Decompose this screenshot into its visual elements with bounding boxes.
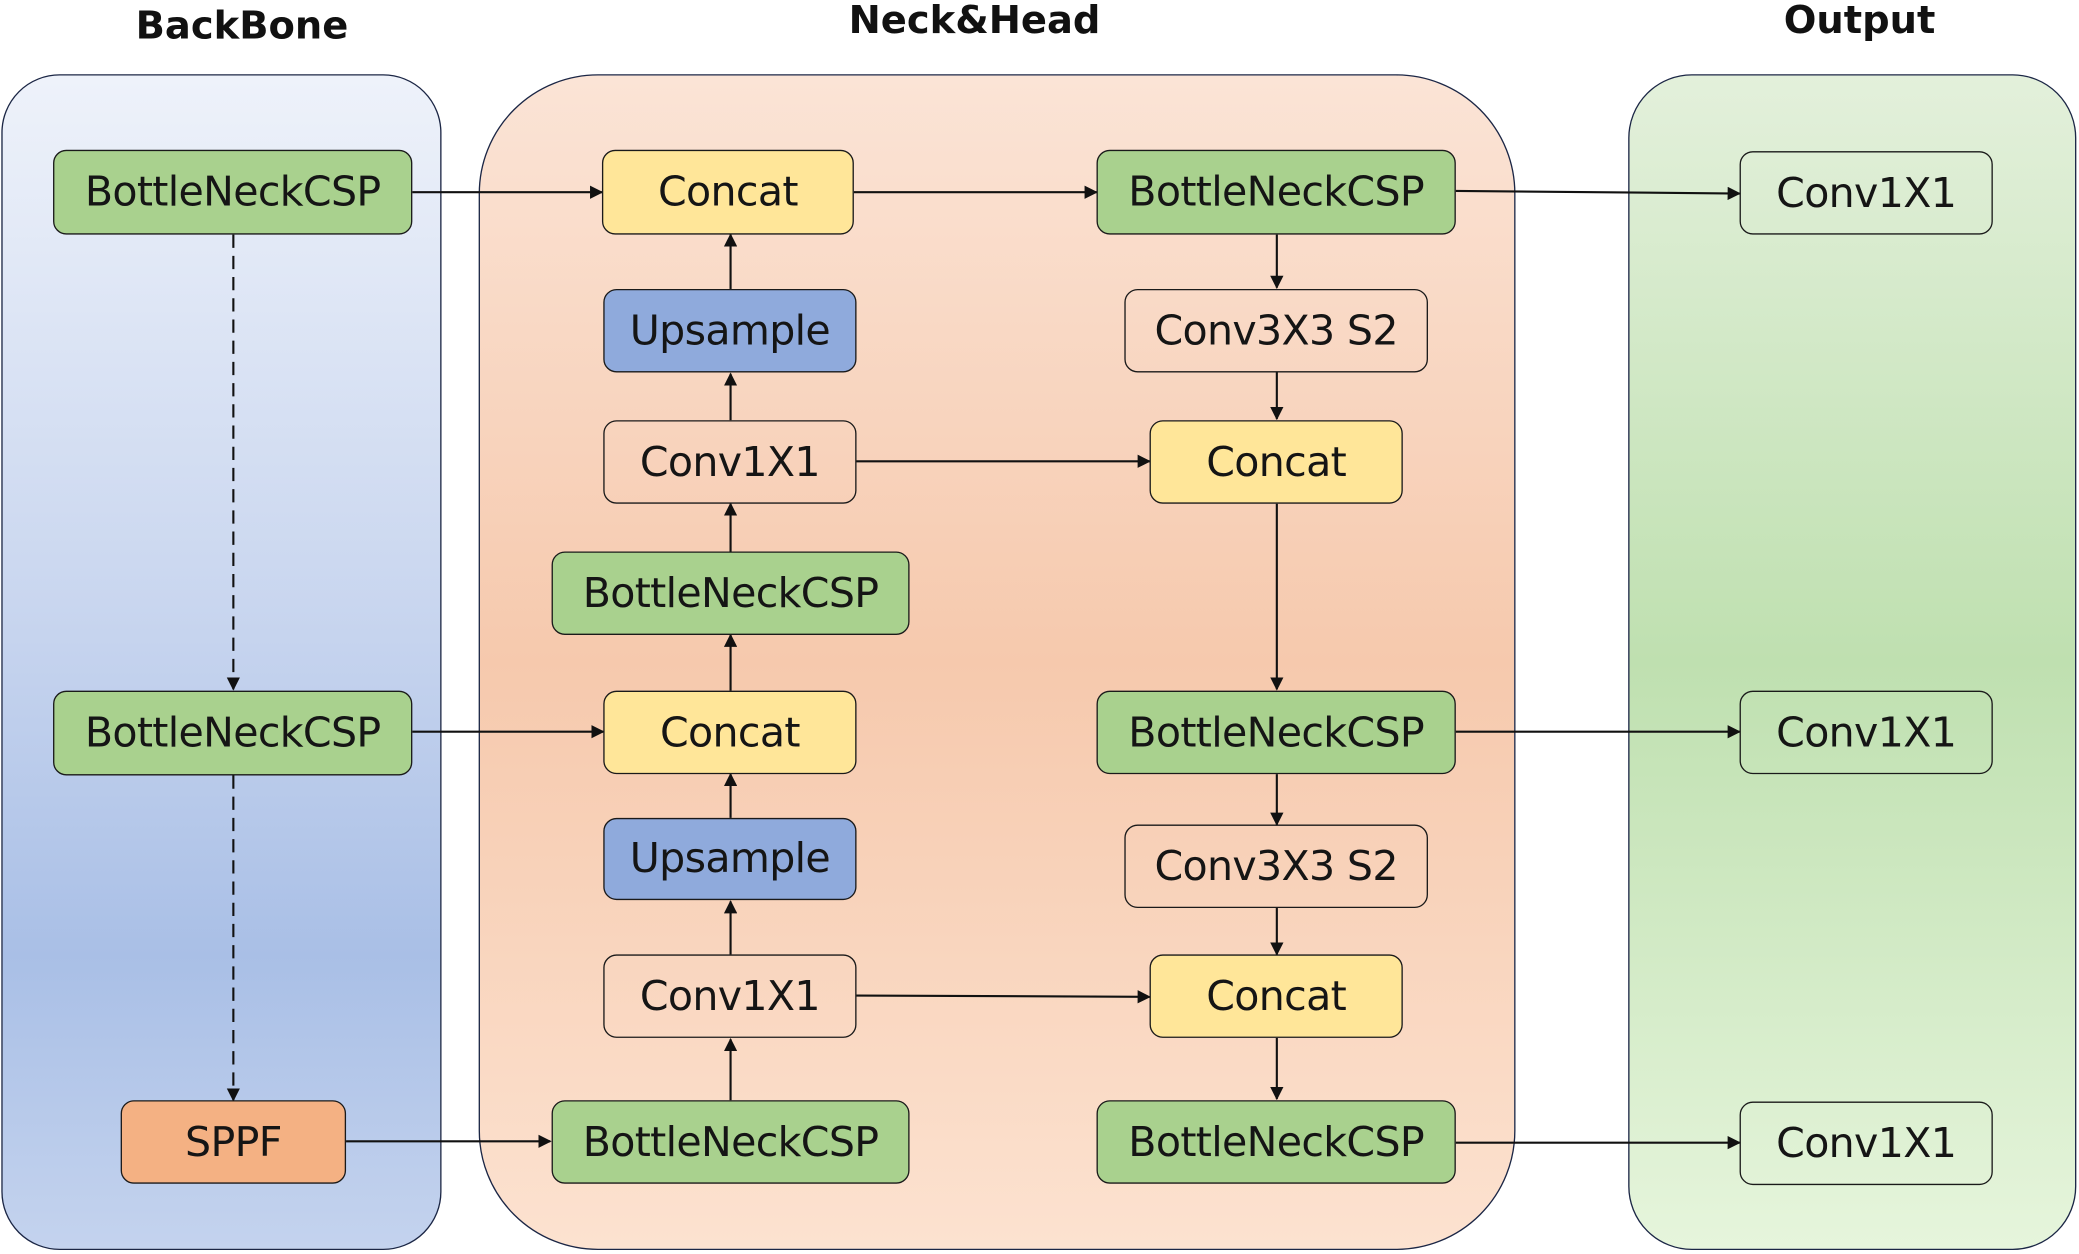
- neck-head-title: Neck&Head: [848, 0, 1101, 43]
- output-conv1x1-1: Conv1X1: [1739, 151, 1993, 235]
- output-conv1x1-2: Conv1X1: [1739, 690, 1993, 775]
- neck-concat-1: Concat: [601, 149, 854, 235]
- neck-conv1x1-1: Conv1X1: [603, 420, 857, 504]
- neck-head-panel: [478, 74, 1516, 1251]
- head-concat-2: Concat: [1149, 954, 1403, 1038]
- backbone-title: BackBone: [135, 2, 349, 48]
- output-panel: [1628, 74, 2077, 1251]
- backbone-panel: [1, 74, 442, 1251]
- neck-bottleneckcsp-2: BottleNeckCSP: [551, 1100, 910, 1184]
- neck-conv1x1-2: Conv1X1: [603, 954, 857, 1038]
- head-bottleneckcsp-1: BottleNeckCSP: [1096, 149, 1456, 235]
- head-conv3x3-s2-2: Conv3X3 S2: [1124, 824, 1428, 909]
- neck-bottleneckcsp-1: BottleNeckCSP: [551, 551, 910, 635]
- neck-concat-2: Concat: [603, 690, 857, 775]
- backbone-bottleneckcsp-2: BottleNeckCSP: [53, 690, 413, 776]
- edge-conv1x1-lower-concat-right: [856, 990, 1151, 1004]
- neck-upsample-1: Upsample: [603, 288, 857, 373]
- output-conv1x1-3: Conv1X1: [1739, 1101, 1993, 1186]
- head-conv3x3-s2-1: Conv3X3 S2: [1124, 288, 1428, 373]
- head-bottleneckcsp-2: BottleNeckCSP: [1096, 690, 1456, 775]
- backbone-sppf: SPPF: [120, 1100, 347, 1184]
- neck-upsample-2: Upsample: [603, 817, 857, 901]
- output-title: Output: [1783, 0, 1936, 43]
- edge-head-output1: [1455, 186, 1741, 201]
- backbone-bottleneckcsp-1: BottleNeckCSP: [53, 149, 413, 235]
- head-bottleneckcsp-3: BottleNeckCSP: [1096, 1100, 1456, 1184]
- head-concat-1: Concat: [1149, 420, 1403, 504]
